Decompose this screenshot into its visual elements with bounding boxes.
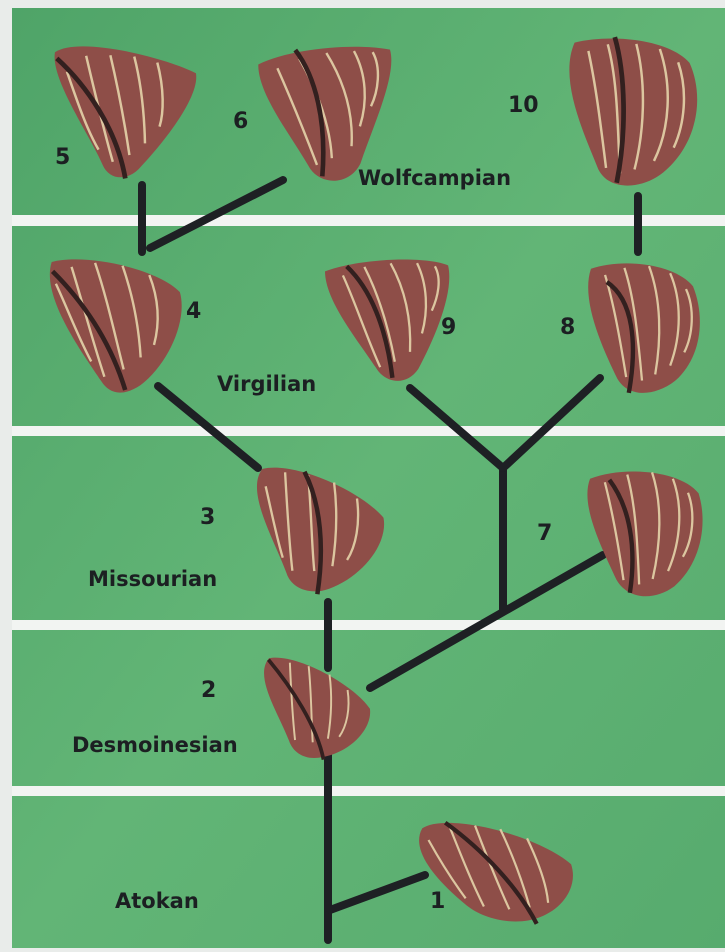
specimen-label-10: 10 bbox=[508, 93, 539, 118]
stage-label-virgilian: Virgilian bbox=[217, 372, 316, 396]
specimen-label-3: 3 bbox=[200, 505, 215, 530]
stage-label-wolfcampian: Wolfcampian bbox=[358, 166, 511, 190]
specimen-label-2: 2 bbox=[201, 678, 216, 703]
specimen-label-7: 7 bbox=[537, 521, 552, 546]
stage-label-desmoinesian: Desmoinesian bbox=[72, 733, 238, 757]
stage-label-missourian: Missourian bbox=[88, 567, 217, 591]
specimen-label-6: 6 bbox=[233, 109, 248, 134]
separator-desmoinesian-atokan bbox=[12, 786, 725, 796]
specimen-label-9: 9 bbox=[441, 315, 456, 340]
specimen-label-1: 1 bbox=[430, 889, 445, 914]
specimen-label-4: 4 bbox=[186, 299, 201, 324]
specimen-label-5: 5 bbox=[55, 145, 70, 170]
separator-wolfcampian-virgilian bbox=[12, 215, 725, 226]
specimen-label-8: 8 bbox=[560, 315, 575, 340]
separator-missourian-desmoinesian bbox=[12, 620, 725, 630]
stage-label-atokan: Atokan bbox=[115, 889, 199, 913]
separator-virgilian-missourian bbox=[12, 426, 725, 436]
